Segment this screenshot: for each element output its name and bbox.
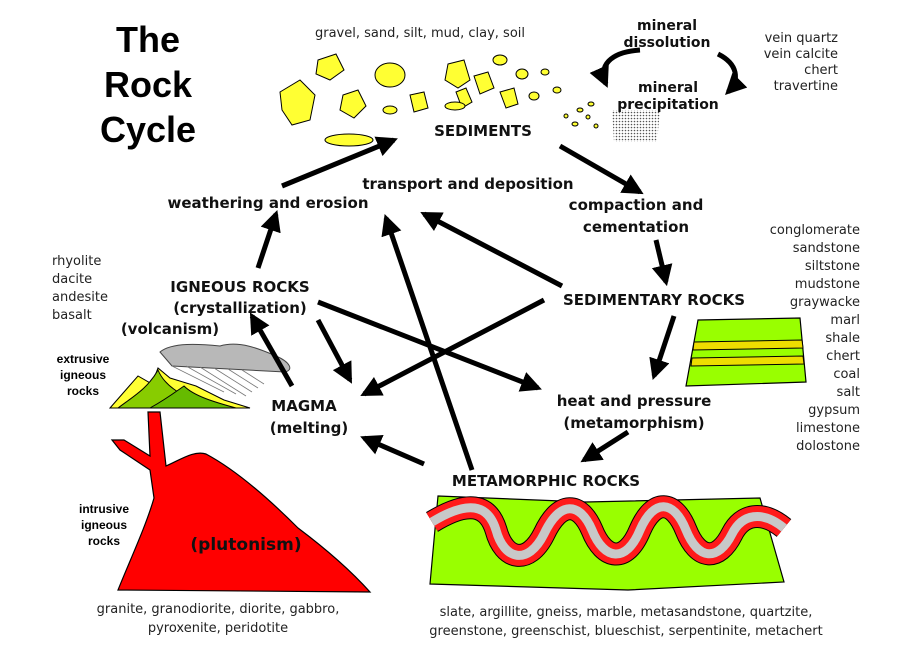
- sedimentary-strata-image: [685, 317, 807, 387]
- metamorphism-label: (metamorphism): [563, 414, 704, 432]
- arrow-weathering-to-sediments: [281, 136, 398, 189]
- sediment-particles: [279, 53, 599, 147]
- svg-text:chert: chert: [826, 349, 860, 364]
- svg-text:sandstone: sandstone: [793, 241, 860, 256]
- svg-text:rhyolite: rhyolite: [52, 254, 101, 269]
- melting-label: (melting): [270, 419, 348, 437]
- weathering-erosion-label: weathering and erosion: [167, 194, 368, 212]
- diagram-title: The Rock Cycle: [100, 19, 196, 150]
- dissolution-arrow: [589, 47, 641, 88]
- cycle-arrows: [249, 136, 677, 471]
- svg-text:granite, granodiorite, diorite: granite, granodiorite, diorite, gabbro,: [97, 602, 340, 617]
- precipitation-arrow: [716, 51, 748, 95]
- svg-text:igneous: igneous: [81, 518, 127, 532]
- arrow-igneous-to-magma: [315, 318, 353, 384]
- svg-text:graywacke: graywacke: [790, 295, 860, 310]
- arrow-metamorphic-to-magma: [360, 435, 425, 467]
- svg-text:intrusive: intrusive: [79, 502, 129, 516]
- metamorphic-rock-list: slate, argillite, gneiss, marble, metasa…: [429, 605, 822, 639]
- svg-text:chert: chert: [804, 63, 838, 78]
- svg-text:vein quartz: vein quartz: [765, 31, 839, 46]
- sedimentary-rock-list: conglomerate sandstone siltstone mudston…: [770, 223, 860, 454]
- svg-text:dolostone: dolostone: [796, 439, 860, 454]
- heat-pressure-label: heat and pressure: [557, 392, 712, 410]
- arrow-sedimentary-to-weathering: [420, 211, 564, 289]
- precipitate-deposit: [612, 110, 660, 142]
- svg-text:coal: coal: [833, 367, 860, 382]
- arrow-igneous-to-weathering: [255, 210, 281, 269]
- extrusive-volcano-image: [108, 343, 291, 409]
- svg-text:rocks: rocks: [67, 384, 99, 398]
- svg-text:marl: marl: [830, 313, 860, 328]
- svg-text:slate, argillite, gneiss, marb: slate, argillite, gneiss, marble, metasa…: [440, 605, 813, 620]
- volcanic-rock-list: rhyolite dacite andesite basalt: [52, 254, 108, 323]
- metamorphic-rocks-label: METAMORPHIC ROCKS: [452, 472, 640, 490]
- sedimentary-rocks-label: SEDIMENTARY ROCKS: [563, 291, 745, 309]
- arrow-heat-to-metamorphic: [580, 429, 630, 463]
- cementation-label: cementation: [583, 218, 689, 236]
- svg-text:igneous: igneous: [60, 368, 106, 382]
- svg-text:andesite: andesite: [52, 290, 108, 305]
- mineral-dissolution-label-2: dissolution: [624, 35, 711, 51]
- svg-text:rocks: rocks: [88, 534, 120, 548]
- volcanism-label: (volcanism): [121, 320, 219, 338]
- arrow-compaction-to-sedimentary: [651, 239, 673, 287]
- mineral-dissolution-label: mineral: [637, 18, 697, 34]
- svg-text:conglomerate: conglomerate: [770, 223, 860, 238]
- sediments-label: SEDIMENTS: [434, 122, 532, 140]
- mineral-precipitation-label: mineral: [638, 80, 698, 96]
- transport-deposition-label: transport and deposition: [362, 175, 573, 193]
- svg-text:dacite: dacite: [52, 272, 92, 287]
- chemical-sediment-list: vein quartz vein calcite chert travertin…: [764, 31, 838, 94]
- svg-text:Cycle: Cycle: [100, 109, 196, 150]
- svg-text:travertine: travertine: [774, 79, 838, 94]
- arrow-sedimentary-to-heat: [649, 315, 677, 380]
- pluton-image: [110, 411, 372, 593]
- plutonic-rock-list: granite, granodiorite, diorite, gabbro, …: [97, 602, 340, 636]
- compaction-label: compaction and: [569, 196, 704, 214]
- svg-text:siltstone: siltstone: [805, 259, 860, 274]
- arrow-sediments-to-compaction: [558, 143, 644, 195]
- mineral-precipitation-label-2: precipitation: [617, 97, 719, 113]
- arrow-sedimentary-to-magma: [360, 297, 546, 397]
- intrusive-label: intrusive igneous rocks: [79, 502, 129, 548]
- crystallization-label: (crystallization): [173, 299, 307, 317]
- extrusive-label: extrusive igneous rocks: [57, 352, 110, 398]
- igneous-rocks-label: IGNEOUS ROCKS: [170, 278, 309, 296]
- svg-text:Rock: Rock: [104, 64, 193, 105]
- svg-text:limestone: limestone: [796, 421, 860, 436]
- svg-text:pyroxenite, peridotite: pyroxenite, peridotite: [148, 621, 288, 636]
- arrow-magma-to-igneous: [249, 312, 295, 388]
- svg-text:The: The: [116, 19, 180, 60]
- magma-label: MAGMA: [271, 397, 337, 415]
- arrow-metamorphic-to-weathering: [381, 214, 475, 471]
- svg-text:salt: salt: [837, 385, 860, 400]
- svg-text:basalt: basalt: [52, 308, 92, 323]
- metamorphic-folded-image: [426, 495, 792, 591]
- svg-text:vein calcite: vein calcite: [764, 47, 838, 62]
- svg-text:extrusive: extrusive: [57, 352, 110, 366]
- sediment-types-label: gravel, sand, silt, mud, clay, soil: [315, 26, 525, 41]
- svg-text:gypsum: gypsum: [808, 403, 860, 418]
- svg-text:mudstone: mudstone: [795, 277, 860, 292]
- svg-text:greenstone, greenschist, blues: greenstone, greenschist, blueschist, ser…: [429, 624, 822, 639]
- plutonism-label: (plutonism): [190, 535, 301, 555]
- svg-text:shale: shale: [825, 331, 860, 346]
